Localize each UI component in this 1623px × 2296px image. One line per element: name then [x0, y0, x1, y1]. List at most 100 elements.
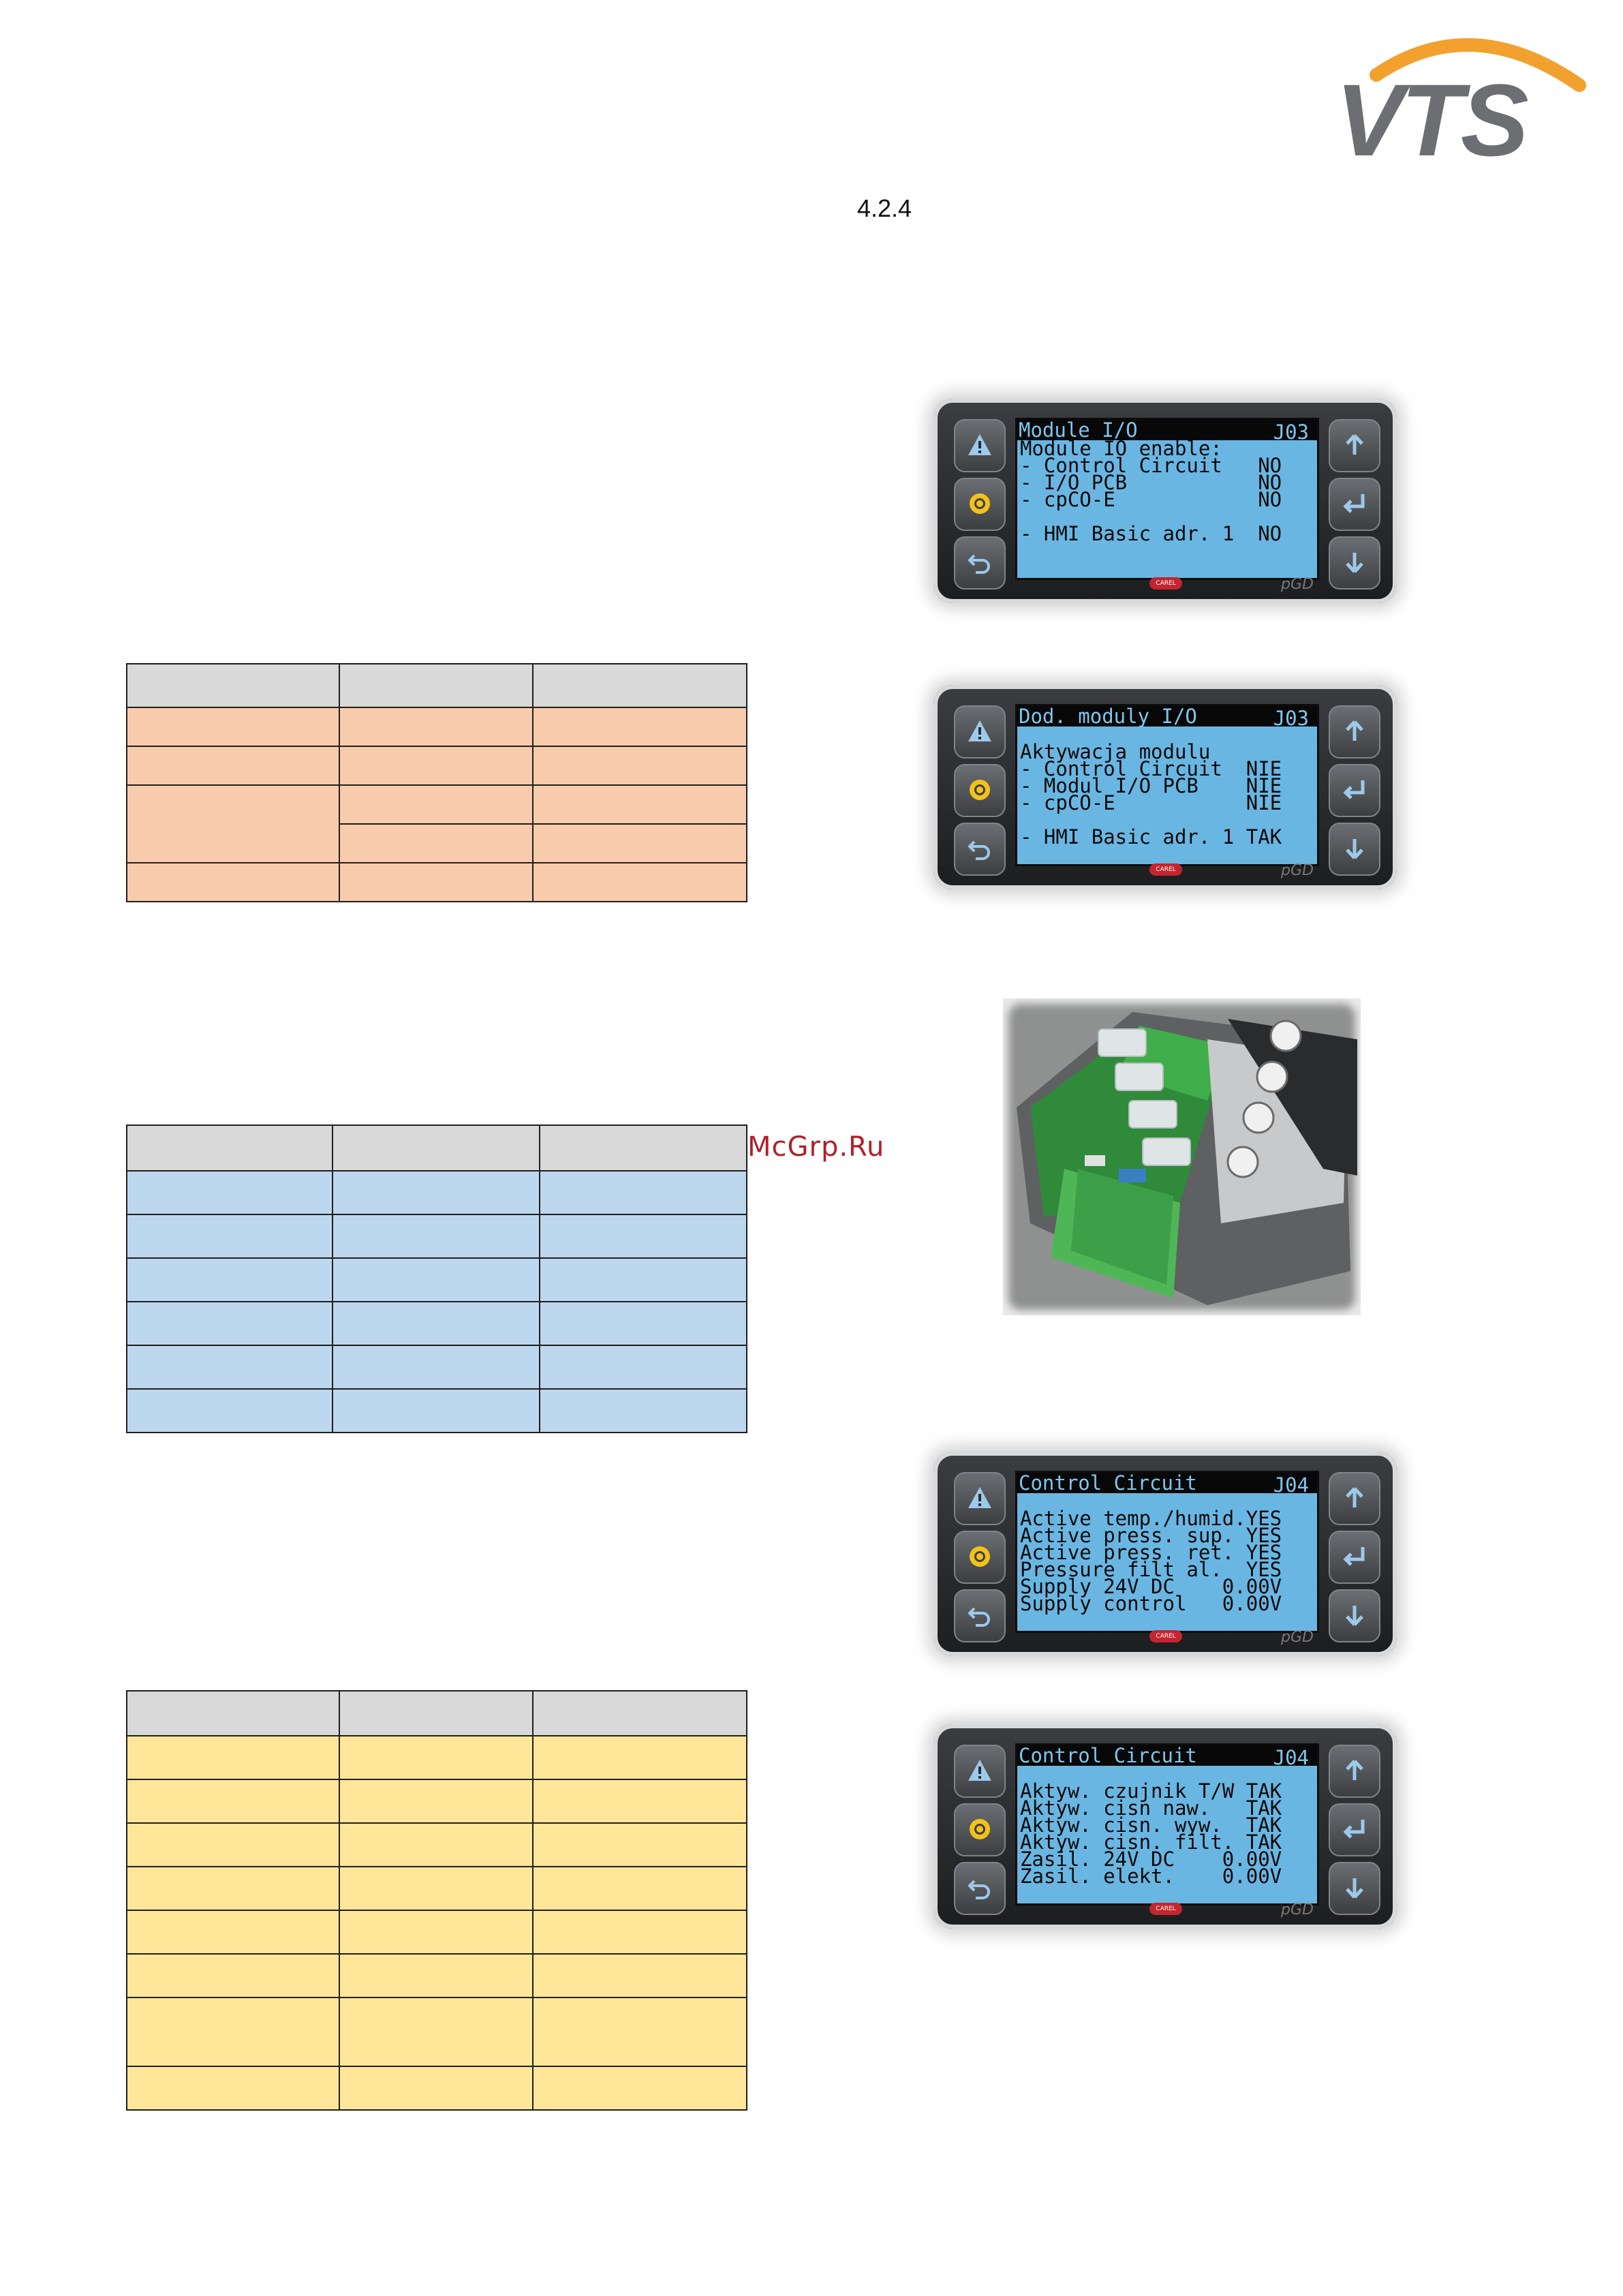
lcd-screen-code: J04 [1273, 1473, 1309, 1497]
table-cell [532, 1953, 747, 1998]
io-pcb-table [126, 1124, 747, 1433]
enter-key[interactable] [1329, 1803, 1380, 1856]
lcd-lines: Module IO enable:- Control Circuit NO- I… [1017, 437, 1317, 544]
table-cell [539, 1257, 747, 1302]
esc-key[interactable] [954, 1862, 1006, 1915]
alarm-icon [968, 434, 991, 455]
table-cell [126, 1779, 340, 1824]
down-arrow-icon [1346, 839, 1363, 859]
table-header-cell [126, 663, 340, 708]
table-cell [532, 1910, 747, 1955]
table-cell [532, 746, 747, 786]
table-cell [126, 707, 340, 747]
prg-key[interactable] [954, 478, 1006, 531]
table-cell [332, 1388, 540, 1433]
up-key[interactable] [1329, 705, 1380, 759]
enter-key[interactable] [1329, 764, 1380, 817]
alarm-icon [968, 1487, 991, 1508]
table-cell [532, 1735, 747, 1780]
up-key[interactable] [1329, 1472, 1380, 1525]
alarm-key[interactable] [954, 419, 1006, 472]
enter-icon [1343, 1820, 1365, 1839]
prg-key[interactable] [954, 1803, 1006, 1856]
table-cell [532, 707, 747, 747]
alarm-key[interactable] [954, 1472, 1006, 1525]
prg-key[interactable] [954, 1531, 1006, 1584]
down-arrow-icon [1346, 553, 1363, 573]
table-cell [539, 1388, 747, 1433]
prg-key[interactable] [954, 764, 1006, 817]
esc-key[interactable] [954, 823, 1006, 876]
table-cell [126, 784, 340, 863]
esc-icon [968, 554, 990, 574]
prg-icon [970, 780, 990, 800]
esc-key[interactable] [954, 1589, 1006, 1642]
table-cell [339, 2066, 534, 2111]
table-cell [126, 1301, 333, 1346]
up-key[interactable] [1329, 1745, 1380, 1798]
table-cell [332, 1214, 540, 1259]
down-key[interactable] [1329, 1862, 1380, 1915]
table-cell [532, 823, 747, 863]
lcd-line: Aktyw. cisn naw. TAK [1020, 1796, 1282, 1820]
esc-icon [968, 840, 990, 860]
table-cell [532, 1866, 747, 1911]
table-cell [126, 1735, 340, 1780]
table-cell [126, 1866, 340, 1911]
table-cell [332, 1345, 540, 1390]
table-cell [126, 1170, 333, 1215]
prg-icon [970, 493, 990, 514]
table-cell [339, 1822, 534, 1867]
enter-key[interactable] [1329, 1531, 1380, 1584]
table-cell [339, 1735, 534, 1780]
table-cell [532, 862, 747, 902]
table-cell [532, 1997, 747, 2067]
table-cell [532, 1779, 747, 1824]
enter-key[interactable] [1329, 478, 1380, 531]
vts-logo: VTS [1329, 20, 1588, 177]
lcd-screen-code: J03 [1273, 420, 1309, 444]
lcd-title-bar: Module I/O [1017, 420, 1317, 440]
up-arrow-icon [1346, 720, 1363, 741]
io-module-photo [1003, 998, 1361, 1315]
down-key[interactable] [1329, 1589, 1380, 1642]
prg-icon [970, 1819, 990, 1839]
lcd-line: Pressure filt al. YES [1020, 1558, 1282, 1581]
watermark: McGrp.Ru [747, 1131, 885, 1163]
table-cell [126, 2066, 340, 2111]
up-key[interactable] [1329, 419, 1380, 472]
brand-badge: CAREL [1149, 1903, 1182, 1915]
table-cell [532, 784, 747, 825]
table-header-cell [126, 1124, 333, 1172]
table-header-cell [339, 663, 534, 708]
table-cell [532, 2066, 747, 2111]
lcd-line: Module IO enable: [1020, 437, 1222, 460]
up-arrow-icon [1346, 1487, 1363, 1507]
lcd-title-bar: Dod. moduly I/O [1017, 706, 1317, 726]
alarm-key[interactable] [954, 705, 1006, 759]
table-header-cell [532, 1690, 747, 1736]
table-cell [339, 1779, 534, 1824]
table-header-cell [339, 1690, 534, 1736]
lcd-line: - I/O PCB NO [1020, 471, 1282, 494]
table-cell [339, 1866, 534, 1911]
lcd-line: - Control Circuit NIE [1020, 757, 1282, 780]
enter-icon [1343, 494, 1365, 513]
lcd-line: - cpCO-E NO [1020, 488, 1282, 511]
esc-key[interactable] [954, 536, 1006, 590]
table-cell [339, 1997, 534, 2067]
up-arrow-icon [1346, 1760, 1363, 1780]
table-cell [339, 1953, 534, 1998]
esc-icon [968, 1880, 990, 1899]
down-key[interactable] [1329, 823, 1380, 876]
table-cell [332, 1257, 540, 1302]
model-mark: pGD [1281, 1629, 1314, 1646]
down-key[interactable] [1329, 536, 1380, 590]
table-cell [339, 862, 534, 902]
alarm-key[interactable] [954, 1745, 1006, 1798]
table-header-cell [532, 663, 747, 708]
